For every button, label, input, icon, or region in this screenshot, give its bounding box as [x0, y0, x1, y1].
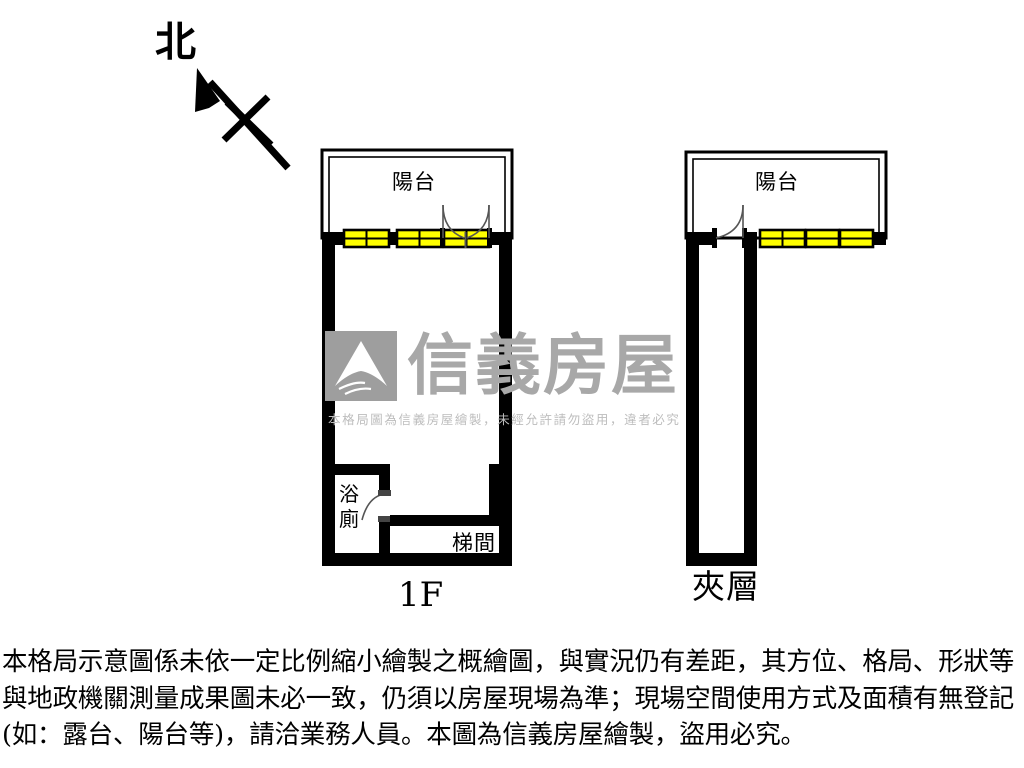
balcony-mezzanine-walls [684, 150, 888, 240]
door-mezzanine-balcony [712, 204, 747, 248]
bathroom-1f-walls [335, 464, 390, 566]
unit-1f [320, 148, 514, 566]
wall-stub-1f-a [389, 232, 397, 245]
door-bathroom [361, 490, 391, 522]
wall-stub-mezzanine [873, 232, 886, 245]
window-1f-left [342, 228, 391, 249]
room-label-stairwell: 梯間 [452, 531, 496, 555]
room-label-bathroom: 浴廁 [339, 482, 359, 531]
room-label-balcony-1f: 陽台 [392, 170, 436, 194]
window-mezzanine-c [838, 228, 875, 249]
unit-title-mezzanine: 夾層 [692, 567, 760, 606]
window-mezzanine-a [758, 228, 807, 249]
unit-mezzanine-walls [686, 232, 757, 566]
door-1f-balcony-double [440, 204, 492, 248]
window-mezzanine-b [804, 228, 841, 249]
north-arrow-cross-icon [224, 99, 274, 148]
unit-mezzanine [684, 150, 888, 566]
unit-1f-walls [322, 232, 512, 566]
window-1f-middle [395, 228, 444, 249]
disclaimer-text: 本格局示意圖係未依一定比例縮小繪製之概繪圖，與實況仍有差距，其方位、格局、形狀等… [2, 647, 1015, 750]
unit-title-1f: 1F [398, 575, 444, 615]
north-label: 北 [155, 18, 196, 66]
room-label-balcony-mezzanine: 陽台 [755, 170, 799, 194]
stairwell-1f-walls [390, 464, 500, 526]
